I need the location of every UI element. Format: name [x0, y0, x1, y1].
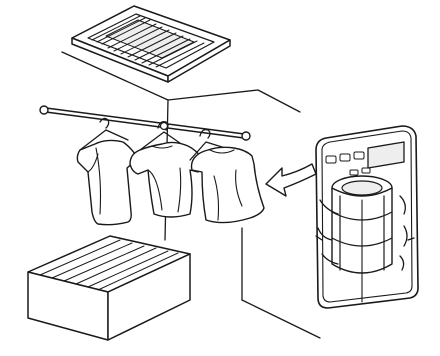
bed [28, 236, 190, 340]
hanging-shirt-right [190, 130, 264, 223]
dehumidifier [316, 126, 418, 308]
hanging-shirt-left [77, 118, 135, 224]
ceiling-air-conditioner [72, 6, 230, 82]
clothes-rail [40, 106, 250, 140]
airflow-arrow [266, 164, 316, 196]
